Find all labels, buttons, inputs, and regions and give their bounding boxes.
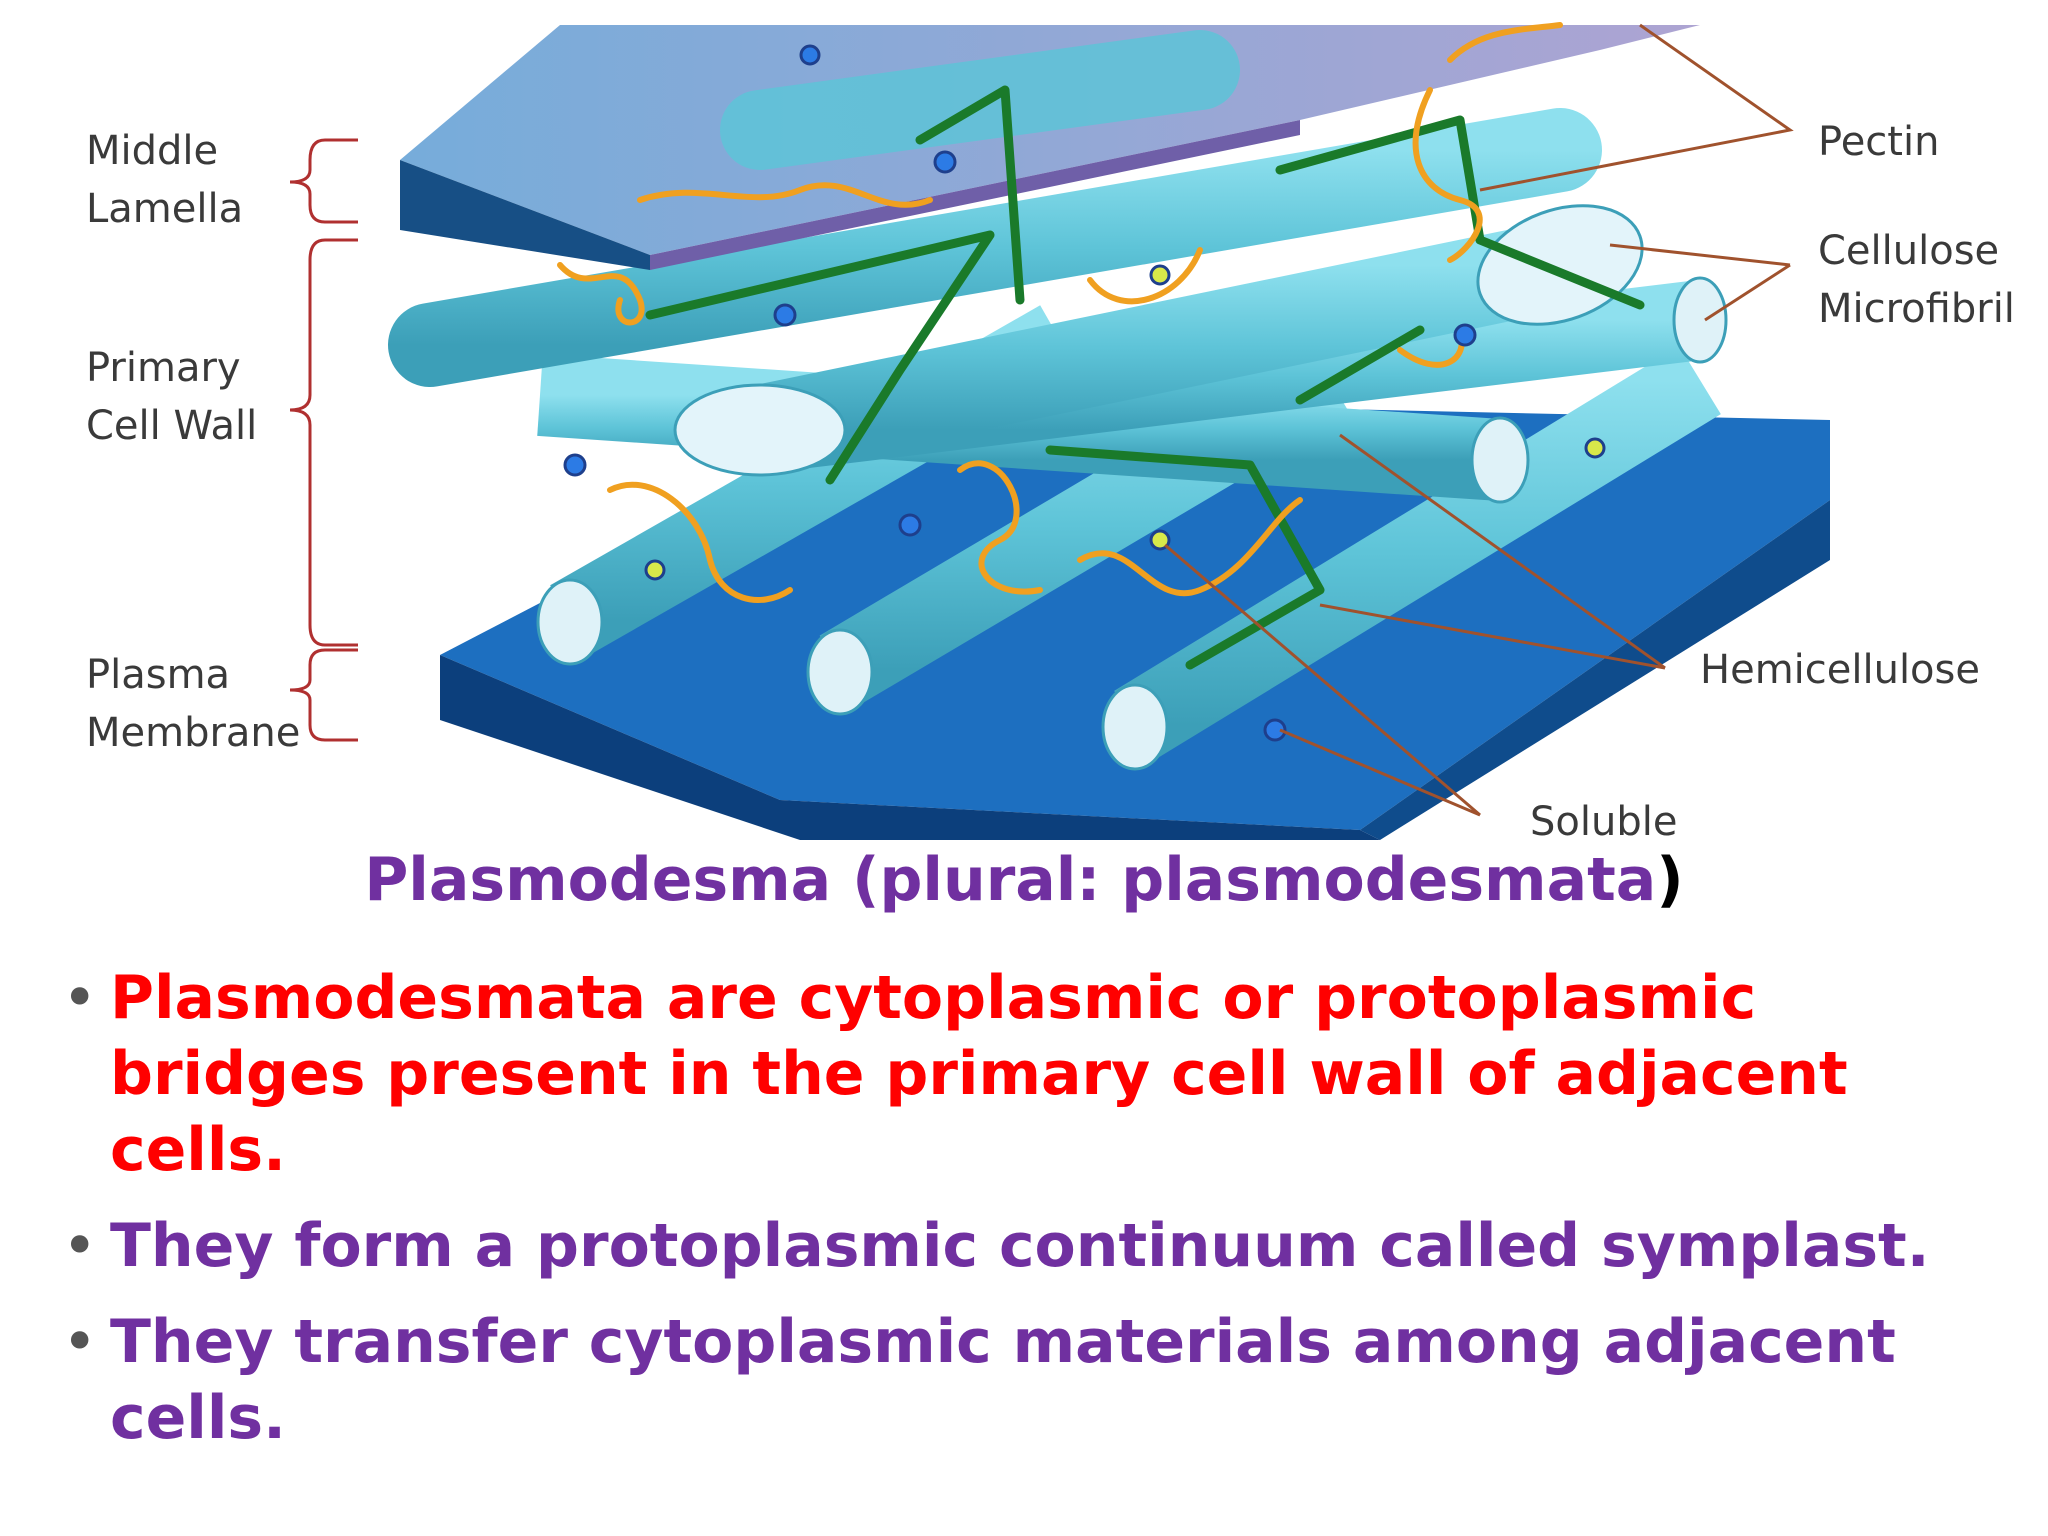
label-cellulose-line2: Microfibril: [1818, 286, 2015, 332]
label-primary-cell-wall-line2: Cell Wall: [86, 403, 258, 449]
label-soluble: Soluble: [1530, 799, 1678, 845]
bullet-text: Plasmodesmata are cytoplasmic or protopl…: [110, 963, 1848, 1185]
soluble-dots: [563, 44, 1606, 742]
bullet-dot-icon: •: [62, 1211, 98, 1281]
cell-wall-diagram: [289, 22, 1830, 840]
brackets: [289, 138, 358, 742]
label-plasma-membrane-line1: Plasma: [86, 652, 231, 698]
bullet-text: They form a protoplasmic continuum calle…: [110, 1211, 1930, 1281]
bullet-item: •They form a protoplasmic continuum call…: [62, 1208, 2022, 1284]
label-cellulose-microfibril: Cellulose Microfibril: [1818, 222, 2015, 338]
label-pectin: Pectin: [1818, 119, 1940, 165]
caption-close-paren: ): [1656, 845, 1684, 915]
caption-main: Plasmodesma (plural: plasmodesmata: [364, 845, 1657, 915]
label-hemicellulose: Hemicellulose: [1700, 647, 1980, 693]
bullet-item: •They transfer cytoplasmic materials amo…: [62, 1304, 2022, 1456]
label-primary-cell-wall-line1: Primary: [86, 345, 241, 391]
bullet-list: •Plasmodesmata are cytoplasmic or protop…: [62, 960, 2022, 1476]
pectin-strands: [557, 22, 1563, 603]
hemicellulose-strands: [645, 85, 1645, 670]
leader-lines: [1164, 23, 1794, 817]
bullet-text: They transfer cytoplasmic materials amon…: [110, 1307, 1896, 1453]
bullet-dot-icon: •: [62, 1307, 98, 1377]
label-middle-lamella-line1: Middle: [86, 128, 219, 174]
label-middle-lamella: Middle Lamella: [86, 122, 243, 238]
figure-caption: Plasmodesma (plural: plasmodesmata): [0, 840, 2048, 920]
label-middle-lamella-line2: Lamella: [86, 186, 244, 232]
bullet-item: •Plasmodesmata are cytoplasmic or protop…: [62, 960, 2022, 1188]
label-primary-cell-wall: Primary Cell Wall: [86, 339, 257, 455]
label-plasma-membrane: Plasma Membrane: [86, 646, 300, 762]
label-cellulose-line1: Cellulose: [1818, 228, 2000, 274]
label-plasma-membrane-line2: Membrane: [86, 710, 301, 756]
bullet-dot-icon: •: [62, 963, 98, 1033]
